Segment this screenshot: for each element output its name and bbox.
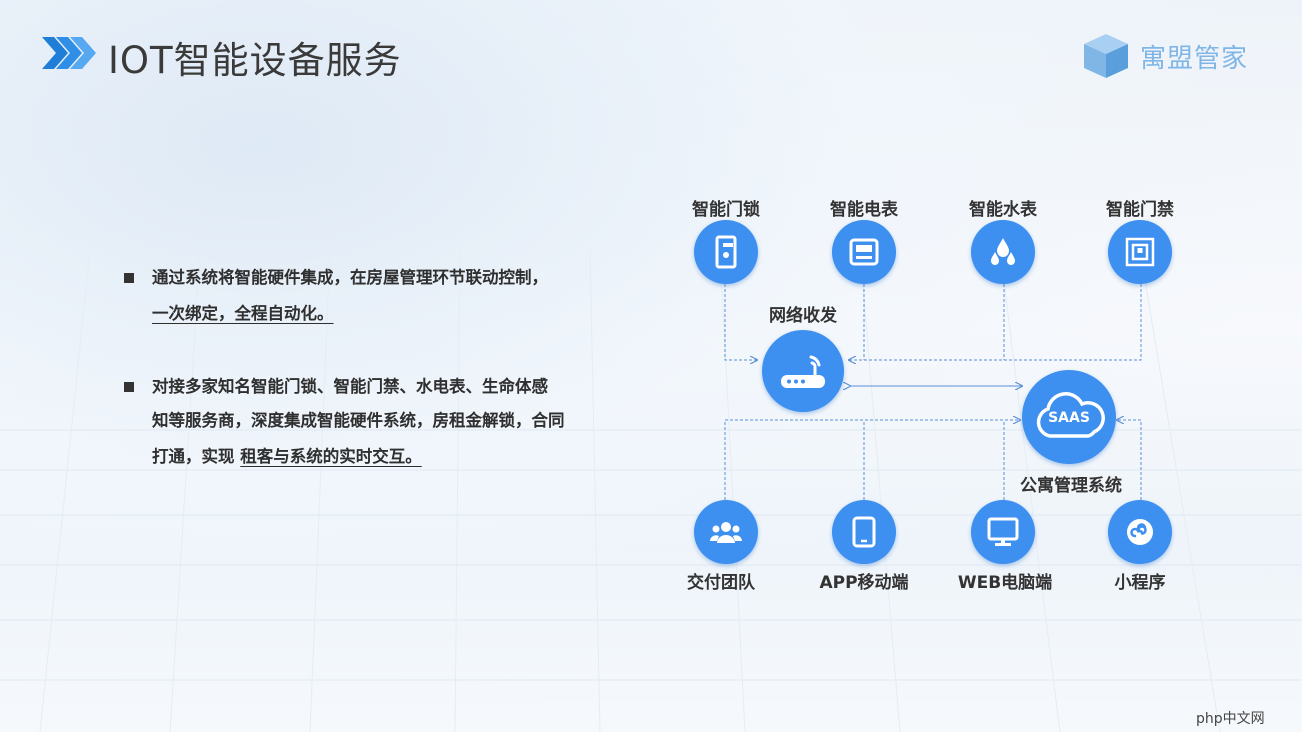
monitor-icon (987, 517, 1019, 546)
web-node (971, 500, 1035, 564)
bullet-1: 通过系统将智能硬件集成，在房屋管理环节联动控制， 一次绑定，全程自动化。 (124, 260, 644, 332)
device-label-water-meter: 智能水表 (969, 200, 1037, 220)
device-label-door-lock: 智能门锁 (692, 200, 760, 220)
logo-cube-icon (1084, 34, 1128, 78)
bullet-2-line-2-text: 知等服务商，深度集成智能硬件系统，房租金解锁，合同 (152, 411, 565, 430)
bullet-2-emphasis: 租客与系统的实时交互。 (240, 447, 422, 466)
door-lock-icon (715, 235, 737, 269)
bullet-2-line-3-text: 打通，实现 (152, 447, 241, 466)
page-title: IOT智能设备服务 (108, 39, 402, 82)
bullet-1-line-2: 一次绑定，全程自动化。 (152, 296, 334, 332)
bullet-2-line-3: 打通，实现 租客与系统的实时交互。 (152, 439, 422, 475)
bullet-2-line-2: 知等服务商，深度集成智能硬件系统，房租金解锁，合同 (152, 403, 565, 439)
electric-meter-node (832, 220, 896, 284)
water-drops-icon (991, 238, 1015, 265)
watermark: php中文网 (1196, 711, 1265, 727)
saas-text: SAAS (1048, 410, 1090, 426)
bullet-1-line-1: 通过系统将智能硬件集成，在房屋管理环节联动控制， (152, 260, 548, 296)
device-label-access-control: 智能门禁 (1106, 200, 1174, 220)
access-control-node (1108, 220, 1172, 284)
mini-program-node (1108, 500, 1172, 564)
water-meter-node (971, 220, 1035, 284)
chevrons-icon (42, 37, 96, 69)
router-node (762, 330, 844, 412)
door-lock-node (694, 220, 758, 284)
access-control-icon (1125, 237, 1155, 267)
bullet-1-line-1-text: 通过系统将智能硬件集成，在房屋管理环节联动控制， (152, 268, 548, 287)
bullet-2-line-1: 对接多家知名智能门锁、智能门禁、水电表、生命体感 (152, 369, 548, 405)
client-label-mini-program: 小程序 (1114, 573, 1166, 593)
device-label-electric-meter: 智能电表 (830, 200, 898, 220)
client-label-app: APP移动端 (819, 573, 909, 593)
bullet-2-line-1-text: 对接多家知名智能门锁、智能门禁、水电表、生命体感 (152, 377, 548, 396)
cloud-icon (1036, 392, 1105, 438)
app-node (832, 500, 896, 564)
bullet-2: 对接多家知名智能门锁、智能门禁、水电表、生命体感 知等服务商，深度集成智能硬件系… (124, 369, 644, 477)
electric-meter-icon (849, 238, 879, 266)
bullet-square-icon (124, 382, 134, 392)
team-icon (710, 522, 742, 543)
bullet-square-icon (124, 273, 134, 283)
router-label: 网络收发 (769, 306, 837, 326)
router-icon (781, 355, 825, 388)
bullet-1-emphasis: 一次绑定，全程自动化。 (152, 304, 334, 323)
team-node (694, 500, 758, 564)
client-label-web: WEB电脑端 (957, 573, 1053, 593)
tablet-icon (852, 516, 876, 548)
logo-text: 寓盟管家 (1140, 44, 1249, 74)
client-label-team: 交付团队 (687, 573, 755, 593)
saas-label: 公寓管理系统 (1020, 476, 1122, 496)
mini-program-icon (1127, 519, 1153, 545)
saas-node: SAAS (1022, 370, 1116, 464)
